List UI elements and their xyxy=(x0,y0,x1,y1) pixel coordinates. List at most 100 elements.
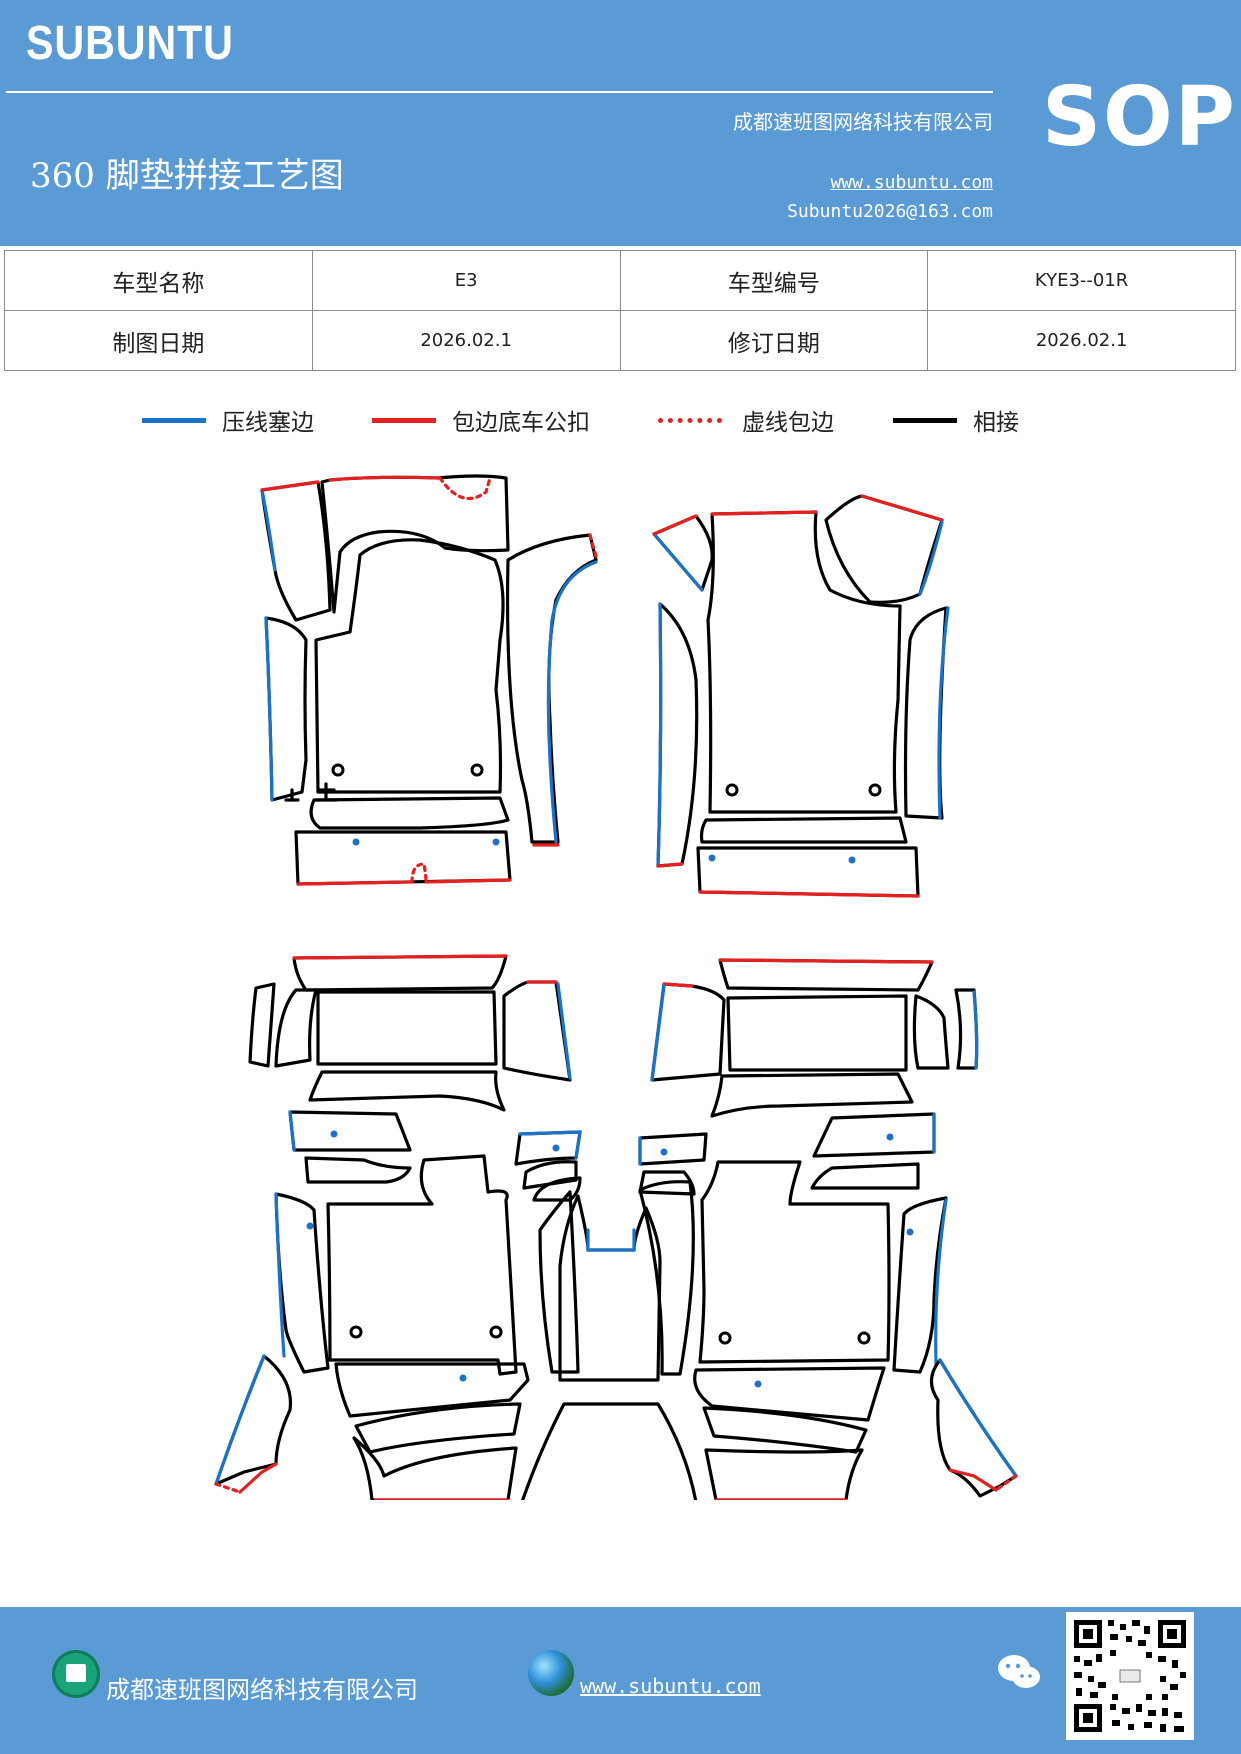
revision-date-value: 2026.02.1 xyxy=(927,310,1236,371)
tuck-point xyxy=(492,838,500,846)
mat-piece xyxy=(304,1156,412,1184)
mat-piece xyxy=(812,1112,936,1158)
mat-piece xyxy=(326,1154,518,1376)
edge-tuck xyxy=(972,990,979,1070)
legend-swatch-black xyxy=(893,417,957,423)
legend-swatch-red xyxy=(372,417,436,423)
edge-tuck xyxy=(918,520,944,596)
mat-piece xyxy=(726,994,908,1072)
table-row: 车型名称 E3 车型编号 KYE3--01R xyxy=(4,250,1236,311)
qr-code xyxy=(1066,1612,1194,1740)
edge-hem xyxy=(260,480,320,492)
header-banner xyxy=(0,0,1241,246)
legend-item-red-dotted: 虚线包边 xyxy=(658,398,834,442)
tuck-point xyxy=(754,1380,762,1388)
edge-tuck xyxy=(546,560,598,844)
mat-piece xyxy=(656,602,699,868)
legend-item-red: 包边底车公扣 xyxy=(372,398,590,442)
legend-swatch-red-dotted xyxy=(658,417,722,423)
edge-tuck xyxy=(264,616,274,802)
front-right-mat-group xyxy=(652,494,950,898)
tuck-point xyxy=(708,854,716,862)
edge-tuck xyxy=(650,984,666,1082)
mat-piece xyxy=(696,846,920,898)
edge-tuck xyxy=(556,982,572,1080)
mat-piece xyxy=(334,1362,530,1418)
mat-piece xyxy=(314,538,505,794)
tuck-point xyxy=(459,1374,467,1382)
mat-piece xyxy=(718,958,934,992)
edge-dashed-hem xyxy=(588,533,599,562)
legend: 压线塞边 包边底车公扣 虚线包边 相接 xyxy=(0,398,1241,442)
mat-piece xyxy=(521,1402,698,1500)
mat-piece xyxy=(702,1406,868,1454)
legend-label: 虚线包边 xyxy=(742,410,834,436)
edge-hem xyxy=(662,982,694,988)
mat-piece xyxy=(308,1070,506,1112)
tuck-point xyxy=(330,1130,338,1138)
mat-piece xyxy=(912,994,950,1070)
table-row: 制图日期 2026.02.1 修订日期 2026.02.1 xyxy=(4,310,1236,371)
header-divider xyxy=(6,91,993,93)
mounting-hole xyxy=(868,783,882,797)
legend-item-blue: 压线塞边 xyxy=(142,398,314,442)
edge-tuck xyxy=(260,488,277,572)
model-name-label: 车型名称 xyxy=(4,250,313,311)
edge-hem xyxy=(652,514,698,536)
edge-tuck xyxy=(214,1354,266,1486)
revision-date-label: 修订日期 xyxy=(619,310,929,371)
edge-dashed-hem xyxy=(410,862,428,884)
edge-dashed-hem xyxy=(438,476,492,501)
tuck-point xyxy=(660,1148,668,1156)
mat-piece xyxy=(652,514,714,592)
mat-piece xyxy=(650,982,726,1082)
edge-hem xyxy=(948,1468,998,1492)
mat-piece xyxy=(704,1448,864,1500)
edge-tuck xyxy=(937,606,950,820)
edge-tuck xyxy=(656,602,663,868)
edge-tuck xyxy=(518,1130,582,1160)
mounting-hole xyxy=(470,763,484,777)
header-website-link[interactable]: www.subuntu.com xyxy=(830,172,993,193)
wechat-icon[interactable] xyxy=(996,1652,1042,1692)
tuck-point xyxy=(906,1228,914,1236)
mat-piece xyxy=(514,1130,582,1166)
mat-piece xyxy=(505,533,598,844)
mat-piece xyxy=(706,510,902,814)
edge-dashed-hem xyxy=(214,1482,242,1494)
edge-hem xyxy=(328,475,440,482)
legend-swatch-blue xyxy=(142,417,206,423)
legend-item-black: 相接 xyxy=(893,398,1019,442)
alignment-mark xyxy=(284,782,338,802)
mat-piece xyxy=(292,954,508,992)
mounting-hole xyxy=(331,763,345,777)
mat-piece xyxy=(532,1176,582,1202)
mat-piece xyxy=(892,1196,948,1374)
drawing-date-value: 2026.02.1 xyxy=(311,310,621,371)
mounting-hole xyxy=(857,1331,871,1345)
edge-hem xyxy=(718,958,934,964)
edge-tuck xyxy=(938,1358,1018,1478)
floor-mat-diagram: .k { fill:none; stroke:#000; stroke-widt… xyxy=(214,474,1018,1500)
mat-piece xyxy=(698,1160,891,1364)
mat-piece xyxy=(248,982,276,1068)
mat-piece xyxy=(309,796,510,830)
edge-hem xyxy=(296,880,414,886)
footer-website-link[interactable]: www.subuntu.com xyxy=(580,1674,761,1698)
edge-hem xyxy=(238,1462,278,1494)
sop-badge: SOP xyxy=(1042,70,1237,165)
mounting-hole xyxy=(349,1325,363,1339)
legend-label: 压线塞边 xyxy=(222,410,314,436)
mat-piece xyxy=(316,990,498,1066)
mat-piece xyxy=(354,1402,522,1454)
mat-piece xyxy=(693,1366,886,1422)
mat-piece xyxy=(638,1180,695,1376)
edge-hem xyxy=(424,878,512,884)
tuck-point xyxy=(352,838,360,846)
header-email: Subuntu2026@163.com xyxy=(787,201,993,222)
header-company: 成都速班图网络科技有限公司 xyxy=(733,110,993,134)
drawing-date-label: 制图日期 xyxy=(4,310,313,371)
front-left-mat-group xyxy=(260,474,599,886)
tuck-point xyxy=(848,856,856,864)
brand-logo: SUBUNTU xyxy=(26,17,234,70)
